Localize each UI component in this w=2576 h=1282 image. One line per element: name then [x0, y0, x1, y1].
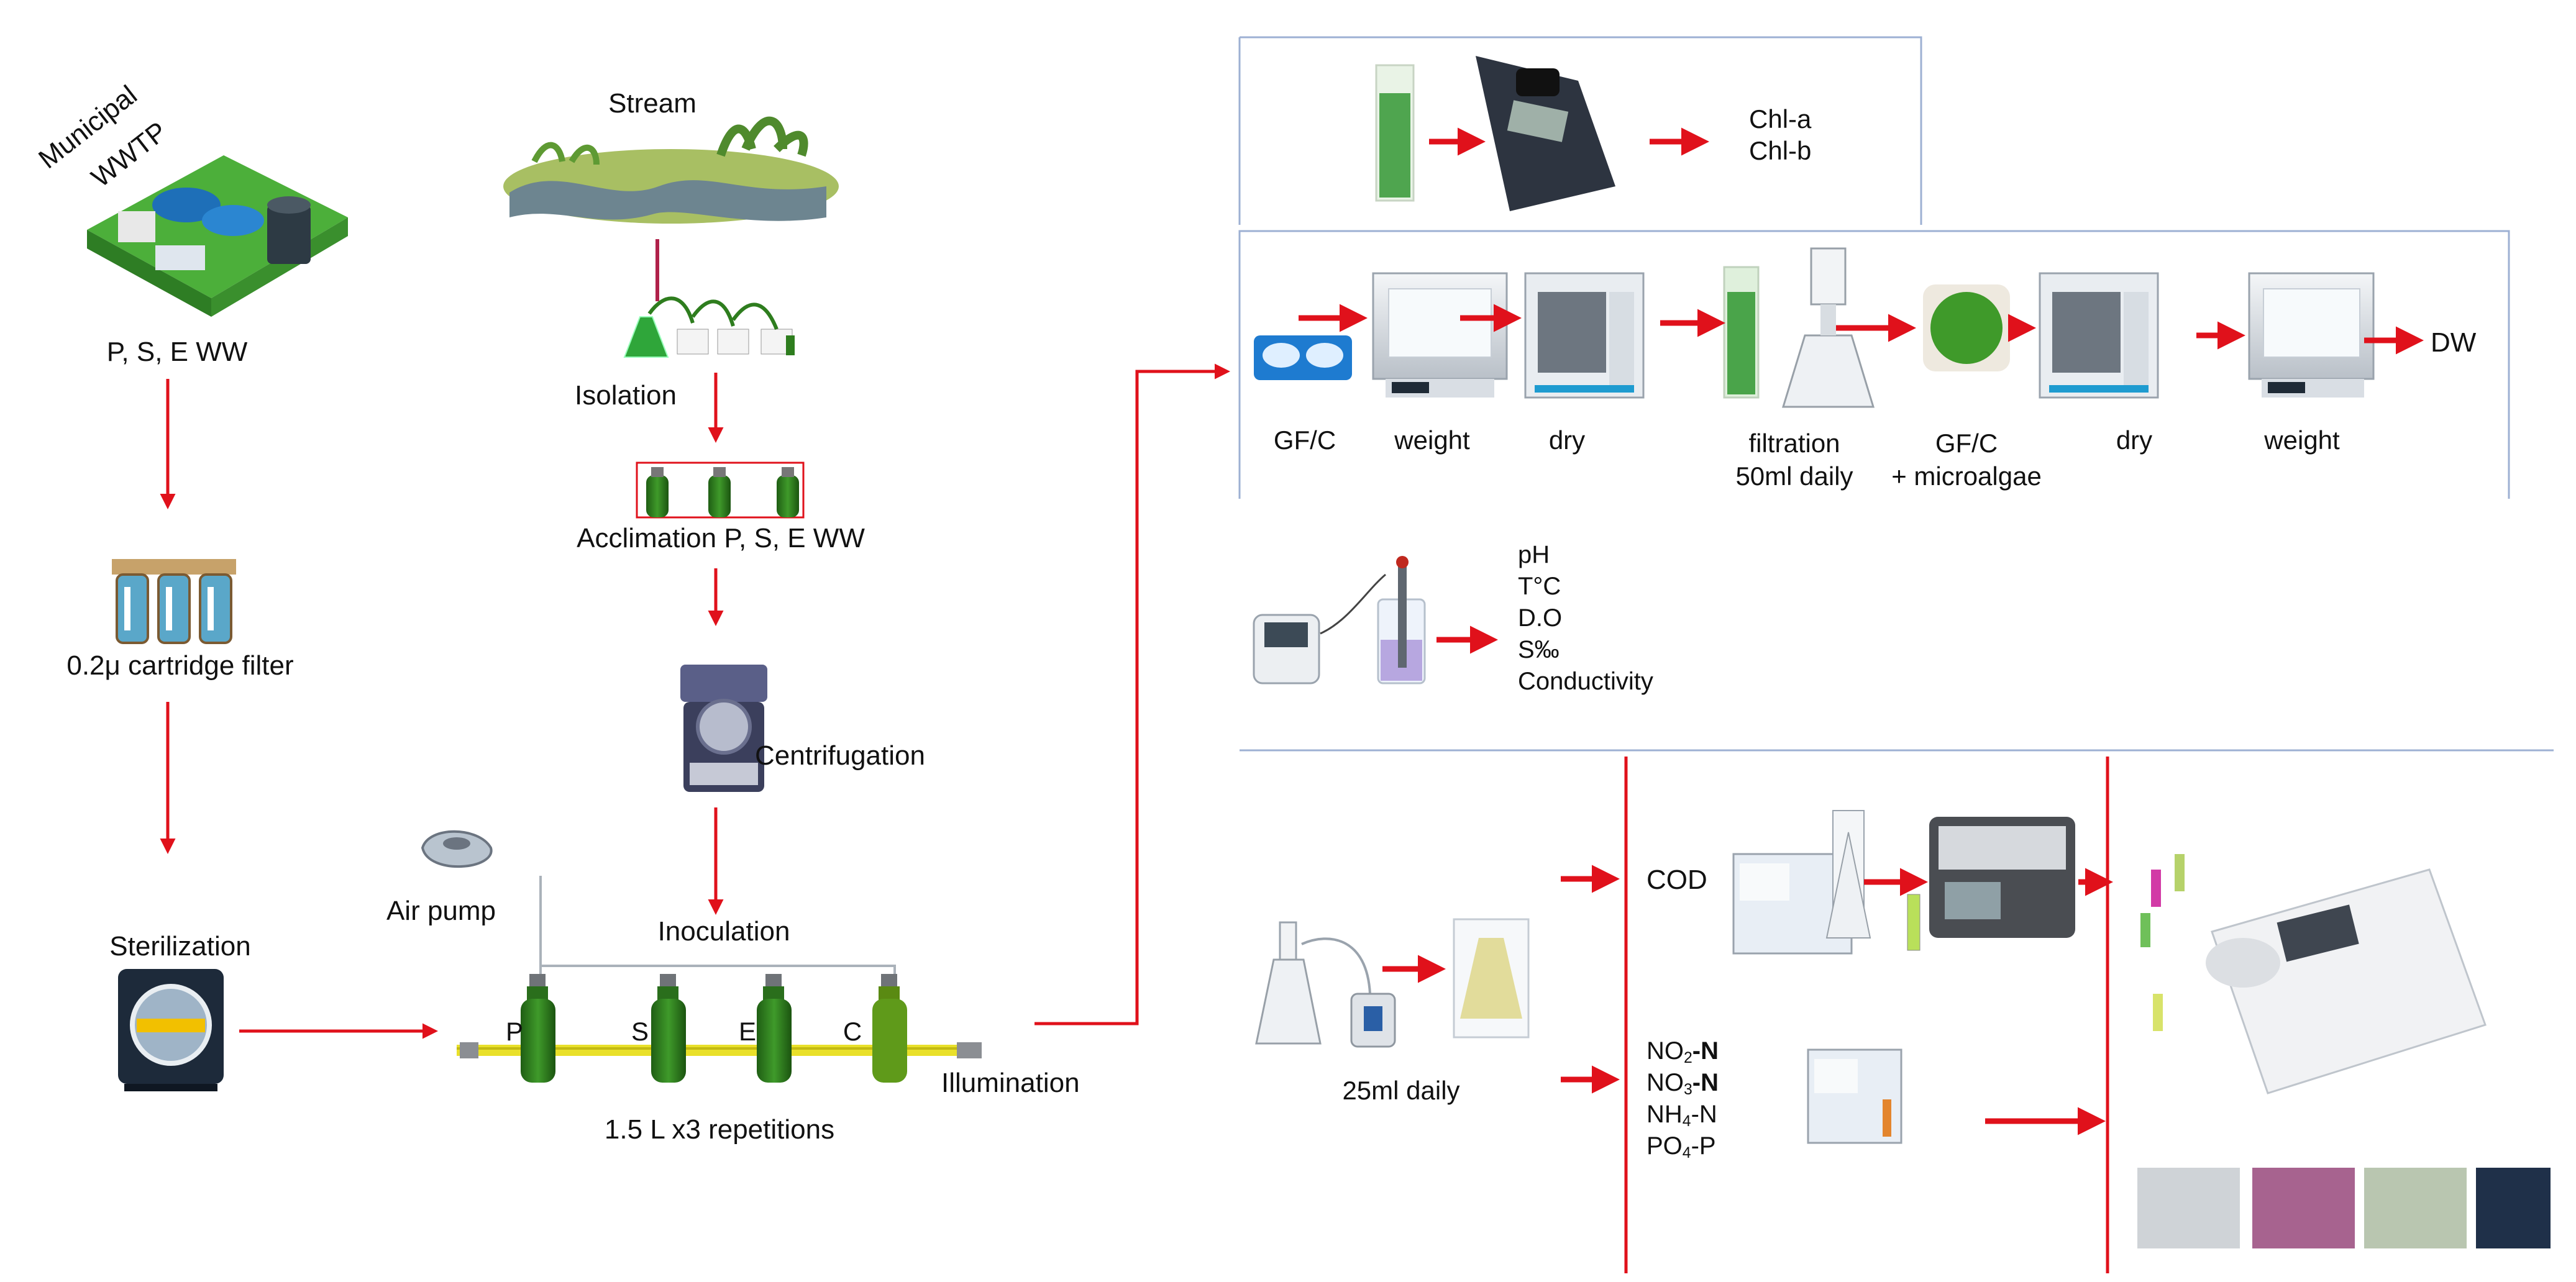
bottle-label-p: P [505, 1017, 524, 1046]
nutrient-species-list: NO2-N NO3-N NH4-N PO4-P [1647, 1036, 1719, 1163]
dry2-label: dry [2116, 425, 2153, 455]
cartridge-filter-icon [112, 559, 236, 644]
air-pump-label: Air pump [386, 896, 496, 926]
air-pump-icon [421, 830, 493, 868]
isolation-flasks-icon [623, 296, 795, 358]
filter-label: 0.2μ cartridge filter [66, 650, 294, 681]
sterilization-label: Sterilization [109, 931, 251, 962]
wwtp-icon [87, 155, 348, 317]
probe-meter-icon [1253, 556, 1426, 684]
spectrophotometer-equipment [2137, 854, 2551, 1248]
dry-weight-box [1238, 230, 2510, 499]
temp-label: T°C [1518, 573, 1561, 600]
left-column-arrows [160, 379, 438, 1039]
acclimation-label: Acclimation P, S, E WW [577, 523, 865, 553]
conductivity-label: Conductivity [1518, 668, 1653, 695]
dry-weight-equipment [1254, 247, 2375, 408]
no3-label: NO3-N [1647, 1069, 1719, 1099]
nutrient-sample-equipment [1255, 918, 1530, 1048]
bottle-label-c: C [843, 1017, 862, 1046]
stream-icon [503, 116, 839, 224]
gfc-microalgae-label: GF/C + microalgae [1891, 429, 2042, 491]
chlorophyll-box [1240, 36, 1922, 225]
ph-label: pH [1518, 541, 1550, 568]
po4-label: PO4-P [1647, 1132, 1716, 1162]
chlorophyll-equipment [1375, 56, 1615, 211]
bottle-label-s: S [631, 1017, 649, 1046]
centrifuge-icon [680, 665, 767, 792]
culture-bottles [521, 974, 907, 1083]
inoculation-label: Inoculation [657, 916, 790, 947]
section-boxes [1238, 36, 2554, 752]
chl-b-label: Chl-b [1749, 136, 1812, 165]
ww-types-label: P, S, E WW [106, 337, 248, 367]
no2-label: NO2-N [1647, 1037, 1719, 1067]
centrifugation-label: Centrifugation [755, 740, 925, 771]
nutrient-split-arrows [1561, 865, 1620, 1094]
cod-label: COD [1647, 865, 1707, 895]
chlorophyll-list: Chl-a Chl-b [1749, 102, 1811, 166]
weight2-label: weight [2264, 425, 2340, 455]
stream-label: Stream [608, 88, 697, 119]
filtration-label: filtration 50ml daily [1735, 429, 1853, 491]
culture-system [457, 1042, 982, 1058]
air-line [539, 876, 896, 975]
dry-label: dry [1548, 425, 1586, 455]
isolation-label: Isolation [575, 380, 677, 411]
bottle-label-e: E [738, 1017, 757, 1046]
cod-equipment [1732, 810, 2075, 955]
volume-label: 1.5 L x3 repetitions [604, 1114, 835, 1145]
autoclave-icon [118, 969, 224, 1091]
salinity-label: S‰ [1518, 636, 1560, 663]
dw-label: DW [2431, 327, 2477, 358]
sample-label: 25ml daily [1342, 1076, 1460, 1105]
weight-label: weight [1394, 425, 1470, 455]
chl-a-label: Chl-a [1749, 104, 1812, 134]
nutrient-dividers [1624, 757, 2109, 1273]
illumination-label: Illumination [941, 1068, 1080, 1098]
nutrient-kit-equipment [1807, 1048, 1902, 1144]
probe-params: pH T°C D.O S‰ Conductivity [1518, 539, 1653, 698]
nh4-label: NH4-N [1647, 1101, 1717, 1130]
dry-weight-arrows [1299, 304, 2424, 355]
do-label: D.O [1518, 604, 1563, 632]
gfc-label: GF/C [1273, 425, 1336, 455]
acclimation-bottles-icon [636, 461, 805, 519]
connector-arrow [1035, 363, 1230, 1025]
